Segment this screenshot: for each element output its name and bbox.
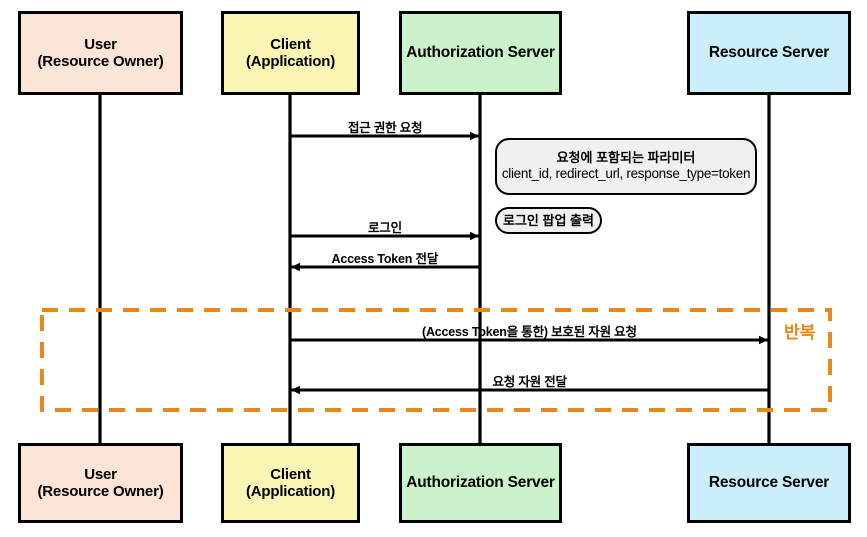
loop-rectangle bbox=[40, 308, 832, 412]
message-label-requested-resource-delivery: 요청 자원 전달 bbox=[492, 375, 568, 389]
note-line-secondary: client_id, redirect_url, response_type=t… bbox=[501, 166, 751, 182]
message-arrows-group bbox=[290, 131, 769, 395]
actor-label-primary: Resource Server bbox=[708, 44, 830, 62]
actor-label-primary: User bbox=[84, 465, 117, 483]
actor-label-primary: Client bbox=[270, 35, 311, 53]
actor-label-secondary: (Resource Owner) bbox=[37, 53, 164, 70]
actor-box-user-bottom: User(Resource Owner) bbox=[18, 443, 183, 523]
actor-box-authorization-server-bottom: Authorization Server bbox=[399, 443, 562, 523]
actor-box-client-bottom: Client(Application) bbox=[221, 443, 360, 523]
message-label-access-permission-request: 접근 권한 요청 bbox=[348, 121, 423, 135]
loop-dashed-rect bbox=[40, 308, 832, 412]
note-line-primary: 로그인 팝업 출력 bbox=[503, 212, 594, 228]
lifelines-group bbox=[98, 95, 771, 443]
actor-box-client-top: Client(Application) bbox=[221, 11, 360, 95]
actor-box-authorization-server-top: Authorization Server bbox=[399, 11, 562, 95]
message-label-protected-resource-request: (Access Token을 통한) 보호된 자원 요청 bbox=[422, 325, 637, 339]
actor-label-primary: Authorization Server bbox=[406, 474, 555, 492]
actor-box-text: User(Resource Owner) bbox=[38, 36, 164, 71]
actor-label-primary: User bbox=[84, 35, 117, 53]
actor-box-text: Authorization Server bbox=[406, 44, 555, 62]
actor-box-text: Authorization Server bbox=[406, 474, 555, 492]
actor-label-secondary: (Resource Owner) bbox=[37, 483, 164, 500]
actor-box-text: User(Resource Owner) bbox=[38, 466, 164, 501]
actor-box-text: Resource Server bbox=[709, 474, 829, 492]
actor-label-primary: Authorization Server bbox=[406, 44, 555, 62]
loop-label-repeat: 반복 bbox=[784, 323, 816, 342]
note-box-login-popup: 로그인 팝업 출력 bbox=[495, 207, 602, 234]
actor-label-primary: Client bbox=[270, 465, 311, 483]
actor-box-resource-server-bottom: Resource Server bbox=[687, 443, 851, 523]
actor-box-text: Resource Server bbox=[709, 44, 829, 62]
message-label-login: 로그인 bbox=[368, 221, 402, 235]
actor-label-secondary: (Application) bbox=[245, 53, 336, 70]
actor-label-primary: Resource Server bbox=[708, 474, 830, 492]
actor-box-text: Client(Application) bbox=[246, 466, 335, 501]
note-line-primary: 요청에 포함되는 파라미터 bbox=[556, 150, 696, 166]
actor-label-secondary: (Application) bbox=[245, 483, 336, 500]
actor-box-user-top: User(Resource Owner) bbox=[18, 11, 183, 95]
actor-box-resource-server-top: Resource Server bbox=[687, 11, 851, 95]
actor-box-text: Client(Application) bbox=[246, 36, 335, 71]
message-label-access-token-delivery: Access Token 전달 bbox=[331, 252, 439, 266]
